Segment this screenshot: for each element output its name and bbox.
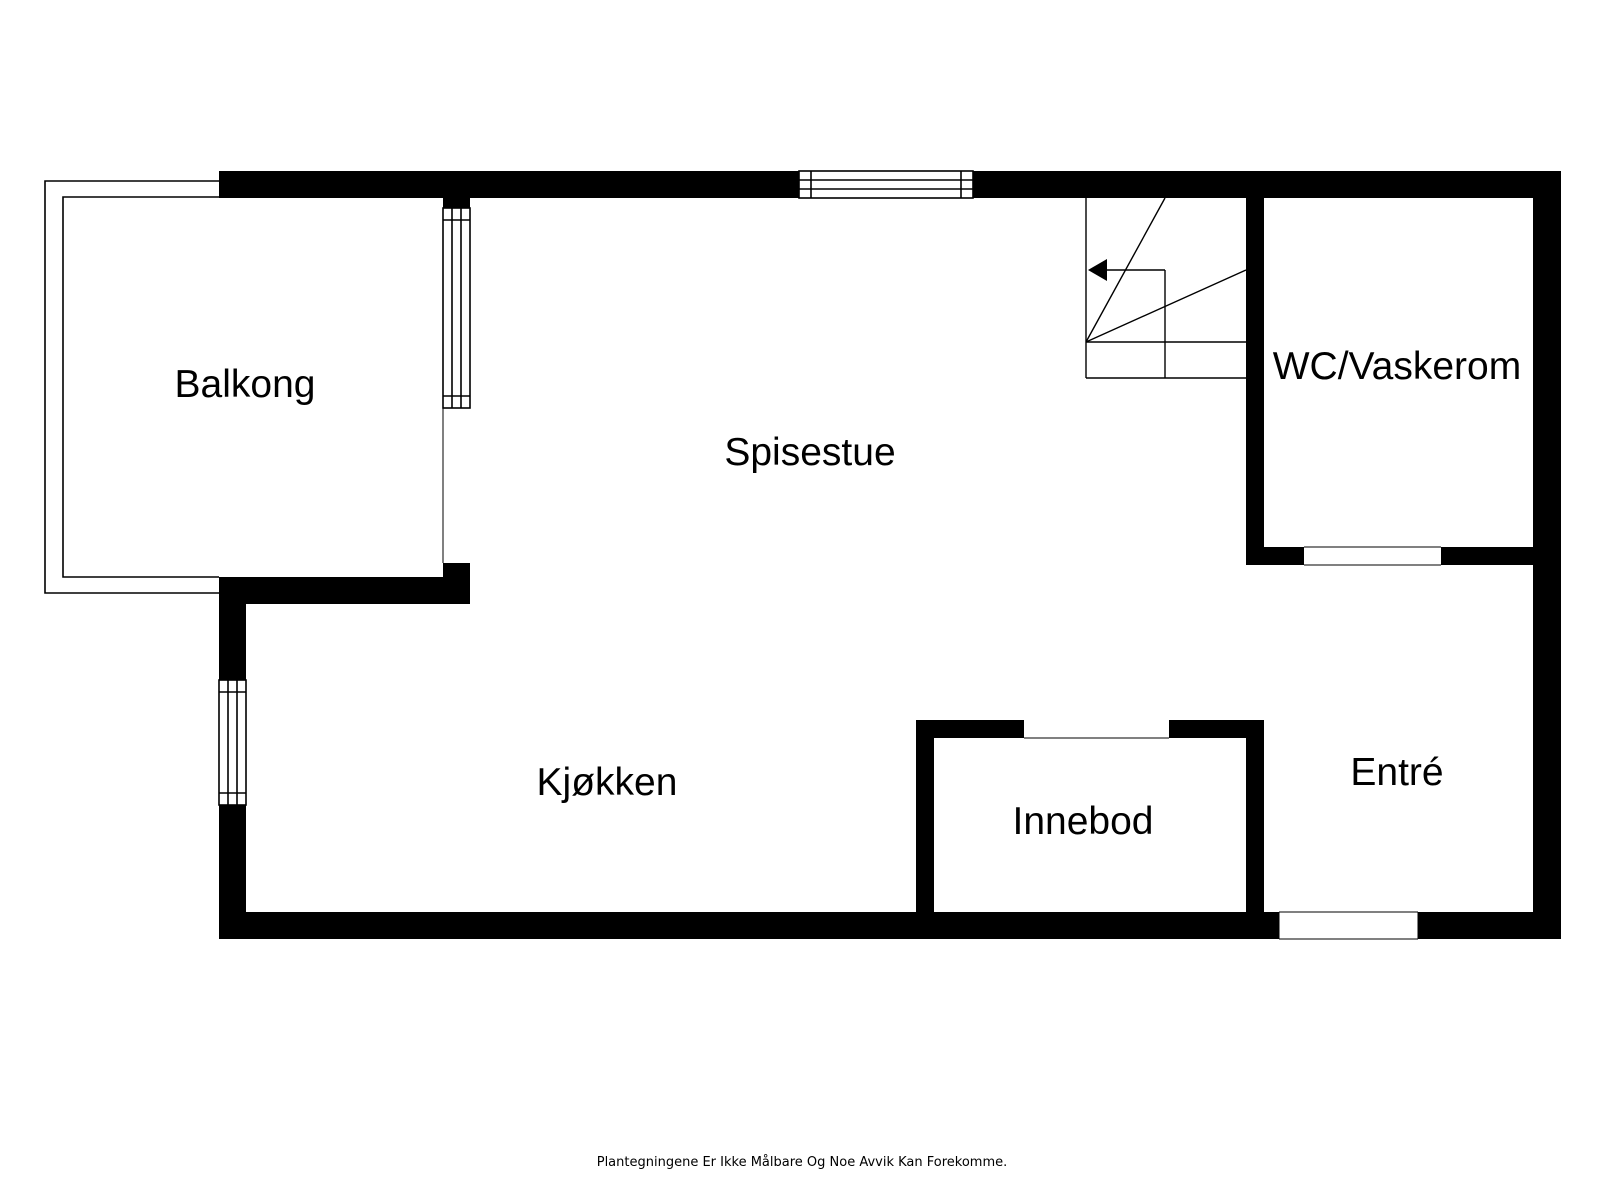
wall-innebod-right <box>1246 720 1264 939</box>
window-balcony <box>442 207 471 409</box>
window-kitchen <box>218 679 247 806</box>
disclaimer-text: Plantegningene Er Ikke Målbare Og Noe Av… <box>597 1155 1008 1170</box>
room-label-kjokken: Kjøkken <box>537 761 678 804</box>
windows <box>218 170 974 806</box>
wall-wc-bottom-left <box>1246 547 1304 565</box>
wall-wc-bottom-right <box>1441 547 1561 565</box>
wall-innebod-top-right <box>1169 720 1263 738</box>
wall-bottom-right <box>1418 912 1561 939</box>
wall-innebod-left <box>916 720 934 939</box>
staircase <box>1085 197 1247 379</box>
window-top <box>798 170 974 199</box>
wall-bottom-left <box>219 912 1279 939</box>
wall-balcony-bottom <box>219 577 470 604</box>
wall-top-right <box>973 171 1561 198</box>
wall-balcony-top-stub <box>443 171 470 208</box>
wall-top-left <box>219 171 799 198</box>
room-label-spisestue: Spisestue <box>724 431 895 474</box>
room-label-wc-vaskerom: WC/Vaskerom <box>1273 345 1521 388</box>
room-label-entre: Entré <box>1350 751 1443 794</box>
stair-arrow-icon <box>1088 259 1107 281</box>
walls <box>219 171 1561 939</box>
room-label-balkong: Balkong <box>175 363 316 406</box>
wall-balcony-bottom-stub <box>443 563 470 604</box>
wall-left-lower <box>219 805 246 939</box>
doors <box>442 408 1441 940</box>
room-label-innebod: Innebod <box>1013 800 1154 843</box>
wall-innebod-top-left <box>916 720 1024 738</box>
wall-wc-left <box>1246 171 1264 564</box>
balcony-railing <box>44 180 219 594</box>
